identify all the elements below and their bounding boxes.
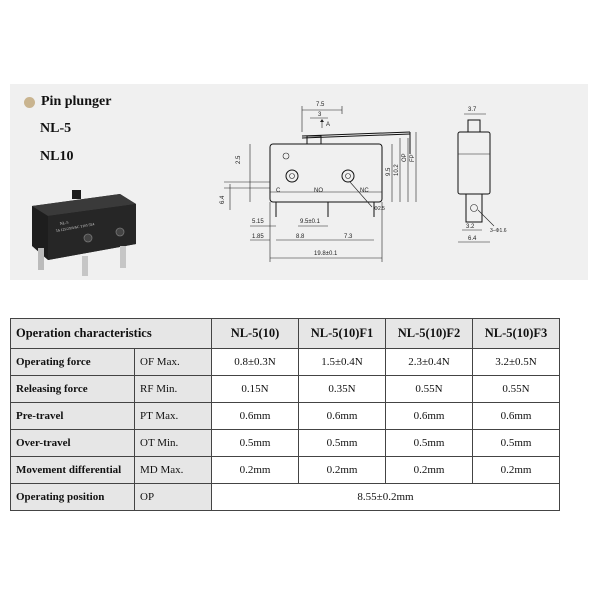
row-name: Pre-travel: [10, 402, 135, 430]
photo-model-text: NL-5: [59, 220, 68, 226]
row-value: 0.2mm: [385, 456, 473, 484]
row-value: 0.2mm: [211, 456, 299, 484]
dim-fp: FP: [410, 154, 416, 162]
photo-spec-text: 5A 125/250VAC T105 5E4: [55, 222, 94, 233]
plunger-label: Pin plunger: [41, 94, 112, 109]
dim-3-phi-1-6: 3–Φ1.6: [490, 228, 507, 234]
row-value: 0.5mm: [472, 429, 560, 457]
column-header: NL-5(10)F2: [385, 318, 473, 349]
dim-6-4: 6.4: [220, 195, 226, 204]
dim-7-5: 7.5: [316, 102, 325, 108]
bullet-dot-icon: [24, 96, 35, 108]
dim-phi-2-5: Φ2.5: [374, 206, 385, 212]
row-abbr: RF Min.: [134, 375, 212, 403]
terminal-no: NO: [314, 188, 323, 194]
row-value: 1.5±0.4N: [298, 348, 386, 376]
dim-19-8: 19.8±0.1: [314, 251, 338, 257]
table-header-row: Operation characteristics NL-5(10) NL-5(…: [10, 318, 560, 349]
row-value: 0.6mm: [472, 402, 560, 430]
dim-9-5: 9.5: [386, 167, 392, 176]
row-value: 0.5mm: [211, 429, 299, 457]
table-row: Operating position OP 8.55±0.2mm: [10, 483, 560, 511]
row-value: 0.55N: [385, 375, 473, 403]
column-header: NL-5(10)F1: [298, 318, 386, 349]
table-row: Pre-travel PT Max. 0.6mm 0.6mm 0.6mm 0.6…: [10, 402, 560, 430]
model-name: NL10: [40, 149, 74, 164]
row-value: 2.3±0.4N: [385, 348, 473, 376]
row-abbr: OP: [134, 483, 212, 511]
row-value: 0.5mm: [385, 429, 473, 457]
row-abbr: MD Max.: [134, 456, 212, 484]
side-view-drawing: 3.7 3–Φ1.6 3.2 6.4: [457, 107, 507, 243]
front-view-drawing: 7.5 3 A 2.5 6.4 9.5 10.2 OP FP: [220, 102, 417, 262]
row-name: Operating position: [10, 483, 135, 511]
row-value: 0.8±0.3N: [211, 348, 299, 376]
row-value: 0.35N: [298, 375, 386, 403]
terminal-c: C: [276, 188, 281, 194]
plunger-heading: Pin plunger: [24, 94, 111, 110]
row-abbr: OT Min.: [134, 429, 212, 457]
row-abbr: OF Max.: [134, 348, 212, 376]
row-value: 8.55±0.2mm: [211, 483, 560, 511]
row-value: 0.6mm: [298, 402, 386, 430]
row-value: 0.55N: [472, 375, 560, 403]
dim-a: A: [326, 122, 330, 128]
table-row: Movement differential MD Max. 0.2mm 0.2m…: [10, 456, 560, 484]
row-value: 0.2mm: [472, 456, 560, 484]
table-row: Releasing force RF Min. 0.15N 0.35N 0.55…: [10, 375, 560, 403]
row-value: 0.15N: [211, 375, 299, 403]
row-value: 0.2mm: [298, 456, 386, 484]
row-value: 0.6mm: [385, 402, 473, 430]
dim-3-2: 3.2: [466, 224, 475, 230]
column-header: NL-5(10): [211, 318, 299, 349]
dim-7-3: 7.3: [344, 234, 353, 240]
dim-8-8: 8.8: [296, 234, 305, 240]
dim-9-5-tol: 9.5±0.1: [300, 219, 321, 225]
model-name: NL-5: [40, 121, 72, 136]
row-name: Operating force: [10, 348, 135, 376]
table-row: Operating force OF Max. 0.8±0.3N 1.5±0.4…: [10, 348, 560, 376]
dim-10-2: 10.2: [394, 164, 400, 176]
dim-5-15: 5.15: [252, 219, 264, 225]
product-panel: Pin plunger NL-5 NL10 5A 125/250VAC T105…: [10, 84, 588, 280]
product-info: Pin plunger NL-5 NL10 5A 125/250VAC T105…: [24, 94, 194, 276]
switch-photo: 5A 125/250VAC T105 5E4 NL-5: [32, 190, 136, 276]
dim-1-85: 1.85: [252, 234, 264, 240]
row-name: Movement differential: [10, 456, 135, 484]
dim-3-7: 3.7: [468, 107, 477, 113]
operation-characteristics-table: Operation characteristics NL-5(10) NL-5(…: [10, 318, 560, 511]
row-name: Releasing force: [10, 375, 135, 403]
dim-op: OP: [402, 153, 408, 162]
terminal-nc: NC: [360, 188, 369, 194]
column-header: NL-5(10)F3: [472, 318, 560, 349]
row-value: 0.6mm: [211, 402, 299, 430]
row-value: 3.2±0.5N: [472, 348, 560, 376]
row-abbr: PT Max.: [134, 402, 212, 430]
table-title: Operation characteristics: [10, 318, 212, 349]
dim-6-4-side: 6.4: [468, 236, 477, 242]
row-value: 0.5mm: [298, 429, 386, 457]
row-name: Over-travel: [10, 429, 135, 457]
table-row: Over-travel OT Min. 0.5mm 0.5mm 0.5mm 0.…: [10, 429, 560, 457]
dim-3: 3: [318, 112, 322, 118]
dim-2-5: 2.5: [236, 155, 242, 164]
